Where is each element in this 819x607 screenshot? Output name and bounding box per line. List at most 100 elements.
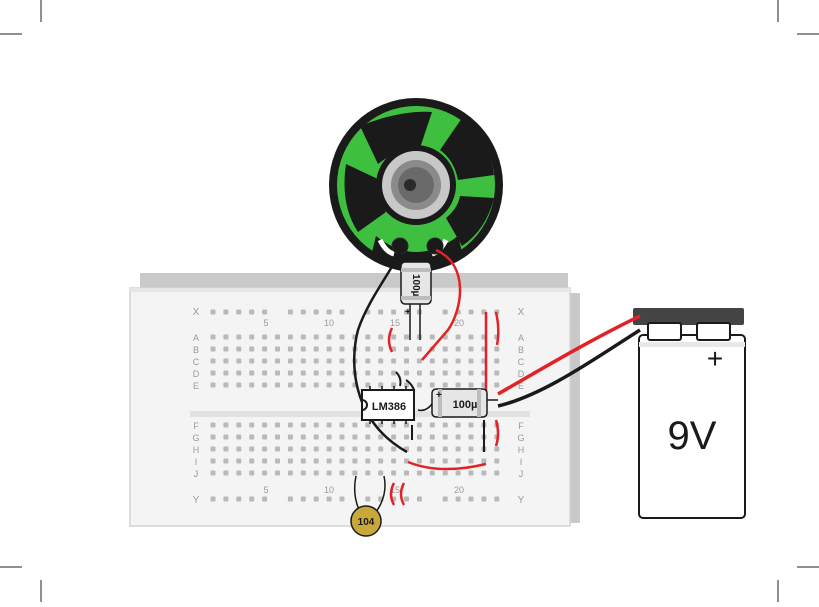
breadboard-hole bbox=[262, 470, 268, 476]
breadboard-hole bbox=[416, 470, 422, 476]
breadboard-hole bbox=[429, 446, 435, 452]
breadboard-hole bbox=[494, 346, 500, 352]
breadboard-hole bbox=[404, 470, 409, 476]
breadboard-hole bbox=[339, 434, 345, 440]
column-number-20-top: 20 bbox=[454, 318, 464, 328]
breadboard-hole bbox=[223, 434, 229, 440]
breadboard-hole bbox=[275, 434, 280, 440]
breadboard-hole bbox=[236, 434, 242, 440]
breadboard-hole bbox=[313, 496, 319, 502]
breadboard-hole bbox=[481, 458, 487, 464]
breadboard-hole bbox=[455, 346, 461, 352]
speaker-capacitor-label: 100µ bbox=[410, 274, 421, 297]
breadboard-hole bbox=[352, 446, 358, 452]
breadboard-hole bbox=[287, 370, 293, 376]
breadboard-hole bbox=[378, 470, 384, 476]
breadboard-hole bbox=[262, 496, 268, 502]
battery-9v: + 9V bbox=[633, 308, 746, 519]
breadboard-hole bbox=[455, 458, 461, 464]
breadboard-hole bbox=[236, 370, 242, 376]
breadboard-hole bbox=[210, 446, 216, 452]
breadboard-hole bbox=[262, 446, 268, 452]
breadboard-hole bbox=[404, 358, 409, 364]
breadboard-hole bbox=[455, 370, 461, 376]
breadboard-hole bbox=[313, 434, 319, 440]
output-capacitor-plus: + bbox=[436, 390, 442, 401]
breadboard-hole bbox=[326, 382, 332, 388]
breadboard-hole bbox=[236, 382, 242, 388]
row-label-g-left: G bbox=[192, 433, 199, 443]
breadboard-hole bbox=[313, 334, 319, 340]
breadboard-hole bbox=[468, 346, 474, 352]
speaker-black-wire bbox=[353, 251, 408, 454]
breadboard-hole bbox=[378, 434, 384, 440]
breadboard-hole bbox=[378, 358, 384, 364]
breadboard-hole bbox=[404, 496, 409, 502]
breadboard-hole bbox=[455, 358, 461, 364]
breadboard-hole bbox=[300, 434, 306, 440]
breadboard-hole bbox=[275, 458, 280, 464]
rail-label-x-right: X bbox=[518, 307, 525, 318]
breadboard-hole bbox=[339, 370, 345, 376]
breadboard-hole bbox=[416, 382, 422, 388]
breadboard-hole bbox=[287, 496, 293, 502]
row-label-d-left: D bbox=[193, 369, 200, 379]
column-number-10-top: 10 bbox=[324, 318, 334, 328]
breadboard-hole bbox=[262, 434, 268, 440]
breadboard-hole bbox=[468, 382, 474, 388]
breadboard-hole bbox=[468, 358, 474, 364]
breadboard-hole bbox=[416, 370, 422, 376]
row-label-a-right: A bbox=[518, 333, 524, 343]
breadboard-hole bbox=[300, 346, 306, 352]
row-label-h-right: H bbox=[518, 445, 525, 455]
breadboard-hole bbox=[416, 346, 422, 352]
breadboard-hole bbox=[365, 458, 371, 464]
breadboard-hole bbox=[455, 382, 461, 388]
breadboard-hole bbox=[416, 434, 422, 440]
breadboard-hole bbox=[326, 422, 332, 428]
breadboard-hole bbox=[223, 309, 229, 315]
breadboard-hole bbox=[236, 496, 242, 502]
breadboard-hole bbox=[223, 458, 229, 464]
breadboard-hole bbox=[300, 496, 306, 502]
breadboard-hole bbox=[404, 434, 409, 440]
breadboard-hole bbox=[275, 334, 280, 340]
breadboard-hole bbox=[249, 370, 255, 376]
breadboard-hole bbox=[468, 309, 474, 315]
speaker-red-wire bbox=[421, 248, 462, 361]
breadboard-hole bbox=[262, 382, 268, 388]
column-number-20-bottom: 20 bbox=[454, 485, 464, 495]
breadboard-hole bbox=[339, 346, 345, 352]
breadboard-hole bbox=[287, 434, 293, 440]
breadboard-hole bbox=[429, 470, 435, 476]
breadboard-hole bbox=[326, 434, 332, 440]
breadboard-hole bbox=[313, 382, 319, 388]
breadboard-hole bbox=[223, 382, 229, 388]
column-number-5-top: 5 bbox=[263, 318, 268, 328]
breadboard-hole bbox=[287, 382, 293, 388]
breadboard-hole bbox=[313, 370, 319, 376]
column-number-5-bottom: 5 bbox=[263, 485, 268, 495]
breadboard-hole bbox=[365, 470, 371, 476]
breadboard-hole bbox=[300, 358, 306, 364]
breadboard-hole bbox=[210, 358, 216, 364]
breadboard-hole bbox=[429, 434, 435, 440]
breadboard-hole bbox=[494, 382, 500, 388]
breadboard-hole bbox=[249, 309, 255, 315]
column-numbers-bottom: 5 10 15 20 bbox=[263, 485, 464, 495]
breadboard-hole bbox=[339, 382, 345, 388]
row-label-g-right: G bbox=[517, 433, 524, 443]
breadboard-hole bbox=[275, 346, 280, 352]
rail-label-y-left: Y bbox=[193, 495, 200, 506]
breadboard-hole bbox=[300, 422, 306, 428]
breadboard: X X Y Y 5 10 15 20 5 10 15 20 A B C D E … bbox=[129, 273, 580, 527]
breadboard-hole bbox=[287, 358, 293, 364]
breadboard-hole bbox=[275, 382, 280, 388]
breadboard-hole bbox=[429, 458, 435, 464]
breadboard-hole bbox=[455, 434, 461, 440]
breadboard-hole bbox=[275, 422, 280, 428]
breadboard-hole bbox=[313, 422, 319, 428]
breadboard-hole bbox=[326, 496, 332, 502]
breadboard-hole bbox=[313, 358, 319, 364]
